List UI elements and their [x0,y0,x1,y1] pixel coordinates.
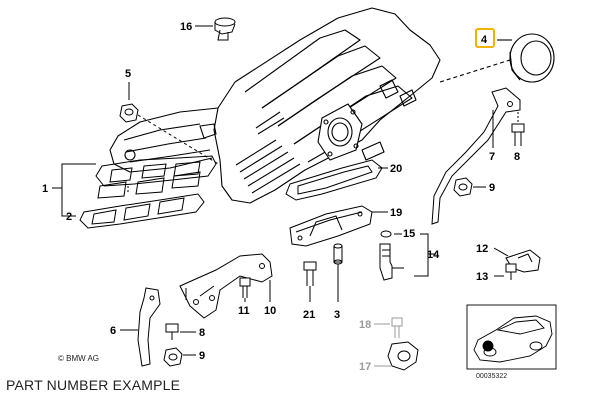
label-part-14: 14 [427,249,440,261]
callout-lines [52,163,129,217]
label-part-15: 15 [403,228,415,240]
part-12-clamp [493,247,541,273]
part-7-bracket [431,87,521,225]
part-labels: 1 2 3 4 5 6 7 8 8 9 9 10 11 12 13 14 15 … [42,21,520,373]
label-part-17: 17 [359,361,371,373]
gasket-lower [79,171,205,229]
label-part-8-left: 8 [199,327,205,339]
label-part-16: 16 [180,21,192,33]
label-part-9-right: 9 [489,182,495,194]
label-part-2: 2 [66,211,72,223]
part-13-bolt [494,263,517,280]
label-part-21: 21 [303,309,315,321]
part-11-bolt [239,277,251,302]
label-part-8-right: 8 [514,151,520,163]
label-part-4: 4 [481,34,488,46]
label-part-18: 18 [359,319,371,331]
part-10-bracket [179,253,273,319]
part-15-oring [380,230,402,238]
part-14-sensor [379,233,436,281]
label-part-11: 11 [238,305,250,317]
location-marker [482,340,494,352]
part-6-bracket [120,287,161,367]
highlight-box [475,28,495,48]
part-16-cap [195,17,236,41]
gasket-upper [95,155,217,187]
label-part-9-left: 9 [199,350,205,362]
label-part-19: 19 [390,207,402,219]
label-part-3: 3 [334,309,340,321]
part-17-clip [374,341,419,371]
label-part-12: 12 [476,243,488,255]
part-8-bolt-right [511,112,525,146]
label-part-20: 20 [390,163,402,175]
intake-manifold [109,7,441,204]
label-part-5: 5 [125,68,131,80]
drawing-number: 00035322 [476,373,507,380]
part-4-seal [439,33,555,83]
copyright: © BMW AG [58,354,99,363]
part-19-housing [289,205,388,247]
part-8-bolt-left [165,323,196,340]
part-3-sleeve [333,243,343,302]
vehicle-thumbnail [466,304,557,370]
label-part-10: 10 [264,305,276,317]
part-18-bolt [374,317,403,338]
part-20-gasket [285,159,388,201]
caption: PART NUMBER EXAMPLE [6,377,181,393]
part-9-nut-left [163,347,196,367]
label-part-7: 7 [489,151,495,163]
label-part-6: 6 [110,325,116,337]
part-5-nut [119,82,221,166]
part-9-nut-right [453,177,486,197]
label-part-1: 1 [42,183,48,195]
label-part-13: 13 [476,271,488,283]
part-21-bolt [303,261,317,302]
